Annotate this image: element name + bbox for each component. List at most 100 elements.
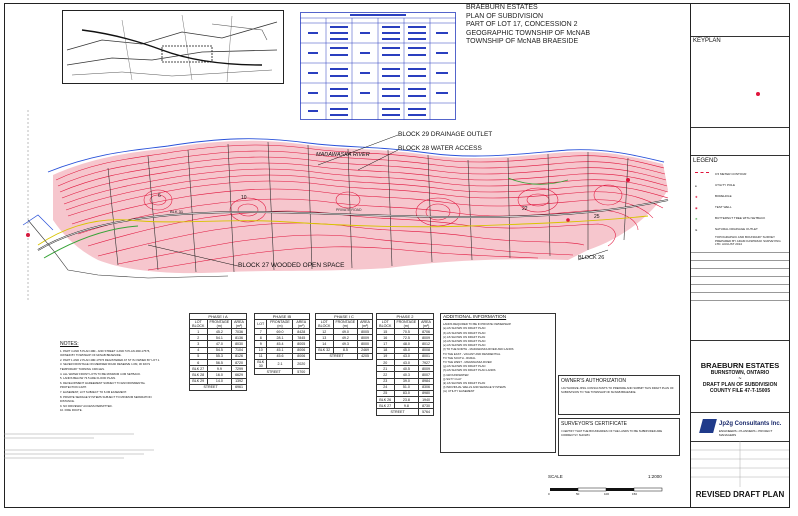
scale-ratio: 1:2000 [648,474,662,479]
list-item: (d) AS SHOWN ON DRAFT PLAN [443,339,486,344]
project-location: BURNSTOWN, ONTARIO [710,370,770,376]
sheet-title: REVISED DRAFT PLAN [695,490,785,499]
list-item: (b) AS SHOWN ON DRAFT PLAN [443,330,486,335]
block-31-label: BLK 31 [170,209,184,214]
list-item: 9. NO DRIVEWAY ACCESS PERMITTED. [60,403,113,408]
table-cell: 2.1 [266,358,294,369]
title-line-1: BRAEBURN ESTATES [466,4,538,11]
col-header: LOT BLOCK [315,319,334,329]
legend-item: ●UTILITY POLE [695,183,735,188]
keyplan-label: KEYPLAN [693,38,721,44]
consultant-block: Jp2g Consultants Inc. ENGINEERS • PLANNE… [691,412,789,442]
list-item: (k) AS SHOWN ON DRAFT PLAN [443,381,486,386]
owner-text: I AUTHORIZE JP2G CONSULTANTS TO PREPARE … [561,386,674,394]
scale-label: SCALE [548,474,563,479]
surveyor-text: I CERTIFY THAT THE BOUNDARIES OF THE LAN… [561,429,663,437]
scale-bar-graphic [550,487,663,492]
phase-1c-title: PHASE I C [315,313,373,319]
surveyor-certificate-box: SURVEYOR'S CERTIFICATE I CERTIFY THAT TH… [558,418,680,456]
plan-title: BRAEBURN ESTATES PLAN OF SUBDIVISION PAR… [466,4,590,47]
legend-item: ➤NATURAL DRAINAGE OUTLET [695,227,758,232]
legend-heading: LEGEND [693,158,718,164]
lot-label-10: 10 [241,195,247,201]
notes-list: 1. PART 4 AND 5 PLAN 49R-. AND STREET 4 … [60,349,160,413]
title-line-2: PLAN OF SUBDIVISION [466,12,544,20]
test-well-icon: ◉ [695,205,698,210]
scale-tick: 100 [604,492,610,496]
title-line-4: GEOGRAPHIC TOWNSHIP OF McNAB [466,29,591,37]
info-grid-lines [691,441,789,487]
utility-pole-icon: ● [695,183,697,188]
legend-item: ✚BOREHOLE [695,194,732,199]
legend-survey-note: TOPOGRAPHIC AND BOUNDARY SURVEY PREPARED… [715,235,781,247]
surveyor-heading: SURVEYOR'S CERTIFICATE [561,421,627,427]
borehole-icon: ✚ [695,194,698,199]
site-plan-drawing [22,110,669,300]
col-header: AREA (m²) [357,319,373,329]
notes-heading: NOTES: [60,341,79,347]
drawing-info-grid [691,441,789,487]
street-label: STREET [314,352,359,360]
street-value: 4205 [357,352,373,360]
list-item: 2. PART 1 AND 2 PLAN 49R-17576 REGISTERE… [60,357,161,362]
list-item: TO THE SOUTH - RURAL [443,355,476,360]
block-29-label: BLOCK 29 DRAINAGE OUTLET [398,131,493,138]
table-cell: 11 [253,352,268,360]
additional-info-box: ADDITIONAL INFORMATION LANDS REQUIRED TO… [440,313,556,453]
additional-info-list: LANDS REQUIRED TO BE IN PRIVATE OWNERSHI… [443,322,553,393]
scale-tick: 0 [548,492,550,496]
list-item: 6. DEVELOPMENT AGREEMENT SUBJECT TO ENVI… [60,380,146,390]
table-cell: 2020 [292,358,310,369]
owner-heading: OWNER'S AUTHORIZATION [561,378,627,384]
list-item: LANDS REQUIRED TO BE IN PRIVATE OWNERSHI… [443,322,512,327]
consultant-tagline: ENGINEERS • PLANNERS • PROJECT MANAGERS [719,429,773,437]
project-title-block: BRAEBURN ESTATES BURNSTOWN, ONTARIO ~ DR… [691,340,789,394]
additional-info-heading: ADDITIONAL INFORMATION [443,315,507,320]
list-item: (f) TO THE NORTH - MADAWASKA RIVER AND L… [443,347,514,352]
list-item: TO THE EAST - VACANT AND RESIDENTIAL [443,351,501,356]
list-item: TO THE WEST - MADAWASKA RIVER [443,360,492,365]
col-header: FRONTAGE (m) [266,319,294,329]
project-file: COUNTY FILE 47-T-15005 [709,388,771,394]
street-label: STREET [375,408,420,416]
list-item: 8. PRIVATE SEWAGE SYSTEMS SUBJECT TO MIN… [60,394,152,404]
list-item: (l) INDIVIDUAL WELLS AND SEWAGE SYSTEMS [443,385,506,390]
contour-icon [695,172,709,176]
col-header: FRONTAGE (m) [393,319,420,329]
list-item: (m) UTILITY EASEMENT [443,389,475,394]
project-dash: ~ [738,376,742,382]
table-cell: 45.6 [266,352,294,360]
title-line-5: TOWNSHIP OF McNAB BRAESIDE [466,38,579,46]
col-header: AREA (m²) [292,319,310,329]
phase-2-title: PHASE 2 [376,313,434,319]
project-plan-type: DRAFT PLAN OF SUBDIVISION [702,382,778,388]
block-27-label: BLOCK 27 WOODED OPEN SPACE [238,262,345,269]
drawing-frame [4,3,790,508]
list-item: (e) AS SHOWN ON DRAFT PLAN [443,343,486,348]
list-item: (g) AS SHOWN ON DRAFT PLAN [443,364,486,369]
list-item: (j) SILTY CLAY [443,376,462,381]
key-map-inset [62,10,284,84]
title-block [690,3,790,508]
keyplan-location-marker [756,92,760,96]
list-item: 1. PART 4 AND 5 PLAN 49R-. AND STREET 4 … [60,348,151,358]
col-header: FRONTAGE (m) [206,319,233,329]
project-name: BRAEBURN ESTATES [700,361,780,370]
phase-1a-title: PHASE I A [189,313,247,319]
list-item: (h) AS SHOWN ON DRAFT PLAN LANDS [443,368,496,373]
phase-1b-title: PHASE IB [254,313,310,319]
col-header: AREA (m²) [418,319,434,329]
street-value: 6961 [231,383,247,391]
drainage-outlet-icon: ➤ [695,227,698,232]
consultant-name: Jp2g Consultants Inc. [719,421,782,427]
block-28-label: BLOCK 28 WATER ACCESS [398,145,482,152]
street-value: 5764 [418,408,434,416]
col-header: FRONTAGE (m) [332,319,359,329]
list-item: (c) AS SHOWN ON DRAFT PLAN [443,334,486,339]
owner-authorization-box: OWNER'S AUTHORIZATION I AUTHORIZE JP2G C… [558,375,680,415]
street-label: STREET [253,367,294,376]
lot-label-25: 25 [594,214,600,220]
